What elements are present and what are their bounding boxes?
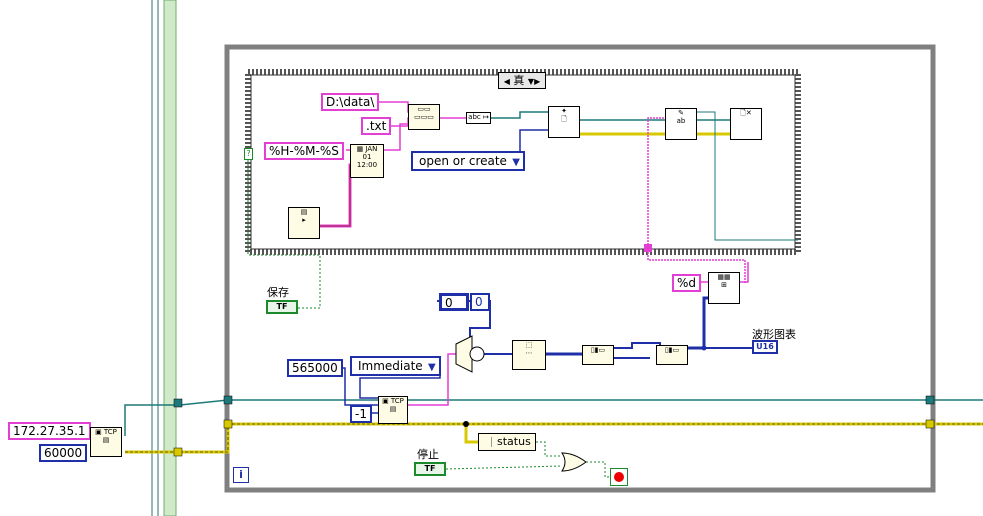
array-index-0[interactable]: 0 <box>439 293 469 311</box>
read-mode-value: Immediate <box>358 359 423 373</box>
save-label: 保存 <box>267 286 289 299</box>
waveform-chart-terminal[interactable]: U16 <box>752 340 778 354</box>
tcp-read-icon[interactable]: ▣ TCP▤ <box>378 396 408 424</box>
tcp-open-connection-icon[interactable]: ▣ TCP▤ <box>90 427 122 457</box>
bytes-to-read-constant[interactable]: 565000 <box>287 359 343 377</box>
time-format-constant[interactable]: %H-%M-%S <box>264 142 344 160</box>
case-dropdown-arrow[interactable]: ▼▶ <box>527 77 541 86</box>
write-text-file-icon[interactable]: ✎ab <box>665 108 697 140</box>
outer-structure-edge <box>163 0 177 516</box>
case-selector[interactable]: ◀ 真 ▼▶ <box>498 72 546 89</box>
waveform-chart-label: 波形图表 <box>752 328 796 341</box>
status-element-label: status <box>497 435 531 448</box>
read-timeout-constant[interactable]: -1 <box>350 405 372 423</box>
string-to-byte-array-icon <box>455 335 473 373</box>
waveform-type-label: U16 <box>756 342 774 351</box>
save-boolean-control[interactable]: TF <box>266 300 298 314</box>
array-element-value-0: 0 <box>475 295 483 309</box>
array-element-0[interactable]: 0 <box>470 293 490 311</box>
ip-address-constant[interactable]: 172.27.35.1 <box>8 422 91 440</box>
case-selector-terminal[interactable]: ? <box>244 148 253 160</box>
loop-iteration-terminal: i <box>233 467 249 483</box>
split-1d-array-icon-2[interactable]: ▯▮▭ <box>656 345 688 365</box>
stop-label: 停止 <box>417 448 439 461</box>
unbundle-by-name-icon[interactable]: status <box>478 433 536 451</box>
chevron-down-icon: ▼ <box>512 157 520 168</box>
loop-iteration-label: i <box>239 468 243 481</box>
stop-boolean-control[interactable]: TF <box>414 462 446 476</box>
string-to-bytes-function[interactable]: ⬚⋯ <box>512 340 546 370</box>
file-operation-value: open or create <box>419 154 507 168</box>
stop-button-icon[interactable] <box>610 468 628 486</box>
open-timeout-constant[interactable]: 60000 <box>39 444 88 462</box>
close-file-icon[interactable]: 🗋✕ <box>730 108 762 140</box>
or-gate-icon <box>561 452 587 472</box>
case-prev-arrow[interactable]: ◀ <box>503 77 510 86</box>
dir-path-constant[interactable]: D:\data\ <box>321 93 380 111</box>
get-date-time-icon[interactable]: ▤▸ <box>288 207 320 239</box>
chevron-down-icon-2: ▼ <box>428 362 436 373</box>
concatenate-strings-icon[interactable]: ▭▭▭▭▭ <box>408 104 440 130</box>
string-to-path-icon[interactable]: abc ↦ <box>466 112 491 124</box>
read-mode-enum[interactable]: Immediate ▼ <box>350 356 441 376</box>
case-selector-value: 真 <box>513 74 525 87</box>
split-1d-array-icon[interactable]: ▯▮▭ <box>582 345 614 365</box>
extension-constant[interactable]: .txt <box>361 117 392 135</box>
while-loop-border <box>224 44 936 493</box>
file-operation-enum[interactable]: open or create ▼ <box>411 151 525 171</box>
number-format-constant[interactable]: %d <box>672 274 702 292</box>
array-index-value-0: 0 <box>445 296 453 310</box>
open-create-file-icon[interactable]: ✦🗋 <box>548 106 580 138</box>
array-to-spreadsheet-string-icon[interactable]: ▦▦⊞ <box>708 272 740 304</box>
